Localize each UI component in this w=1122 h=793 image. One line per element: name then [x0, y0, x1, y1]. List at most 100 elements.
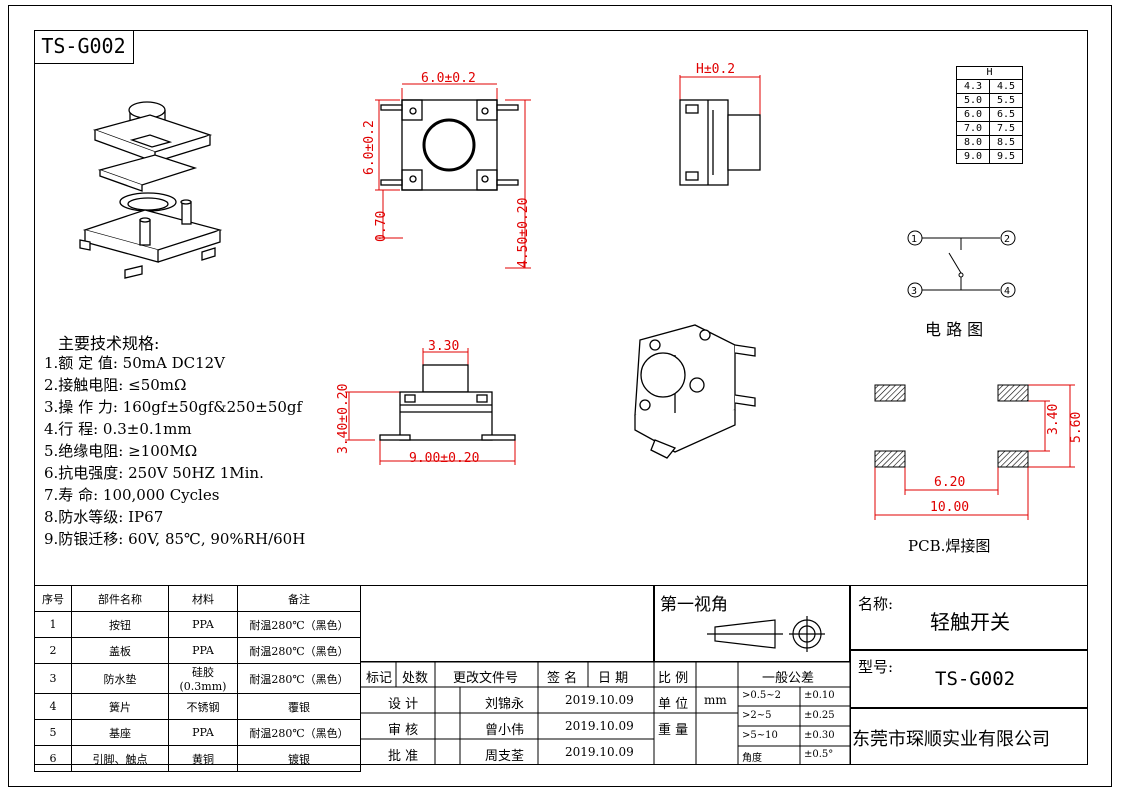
pin-3-label: 3: [911, 286, 917, 297]
circuit-diagram: 1 2 3 4: [907, 230, 1016, 298]
bom-cell: 5: [34, 719, 72, 746]
design-date: 2019.10.09: [565, 693, 634, 707]
bom-cell: 硅胶(0.3mm): [168, 663, 238, 694]
rev-header-mark: 标记: [366, 671, 393, 686]
bom-cell: 1: [34, 611, 72, 638]
h-table-cell: 8.0: [956, 135, 990, 150]
bom-cell: 按钮: [71, 611, 169, 638]
bom-cell: 簧片: [71, 693, 169, 720]
tolerance-value: ±0.5°: [804, 749, 834, 760]
isometric-view: [634, 324, 756, 459]
outer-frame: [8, 5, 1112, 787]
pin-2-label: 2: [1004, 234, 1010, 245]
bom-cell: 覆银: [237, 693, 361, 720]
exploded-view: [79, 101, 223, 279]
review-date: 2019.10.09: [565, 719, 634, 733]
side-view: H±0.2: [679, 62, 761, 186]
approve-name: 周支荃: [485, 749, 525, 764]
spec-item: 5.绝缘电阻: ≥100MΩ: [44, 442, 198, 460]
unit-label: 单 位: [658, 697, 689, 712]
h-table-cell: 5.5: [989, 93, 1023, 108]
model-label: 型号:: [858, 658, 894, 676]
design-label: 设 计: [388, 697, 419, 712]
rev-grid: [360, 662, 654, 765]
review-label: 审 核: [388, 723, 419, 738]
spec-item: 7.寿 命: 100,000 Cycles: [44, 486, 220, 504]
dim-pcb-v2: 5.60: [1069, 412, 1080, 443]
dim-front-height: 3.40±0.20: [336, 384, 351, 454]
scale-grid: [654, 662, 850, 765]
spec-item: 9.防银迁移: 60V, 85℃, 90%RH/60H: [44, 530, 306, 548]
tolerance-title: 一般公差: [762, 671, 815, 686]
h-table-cell: 4.3: [956, 79, 990, 94]
company-box: [850, 708, 1088, 765]
bom-cell: PPA: [168, 611, 238, 638]
dim-top-width: 6.0±0.2: [421, 71, 476, 86]
rev-header-count: 处数: [402, 671, 429, 686]
model-value: TS-G002: [935, 668, 1016, 690]
tolerance-range: 角度: [742, 753, 762, 764]
dim-top-height: 6.0±0.2: [362, 120, 377, 175]
dim-side-height: H±0.2: [696, 62, 735, 77]
spec-item: 3.操 作 力: 160gf±50gf&250±50gf: [44, 398, 303, 416]
bom-cell: 防水垫: [71, 663, 169, 694]
dim-cap-width: 3.30: [428, 340, 459, 354]
h-table-cell: 9.0: [956, 149, 990, 164]
bom-cell: 3: [34, 663, 72, 694]
bom-cell: 引脚、触点: [71, 745, 169, 772]
unit-value: mm: [704, 693, 727, 707]
bom-header-material: 材料: [168, 585, 238, 612]
bom-cell: 镀银: [237, 745, 361, 772]
bom-cell: 不锈钢: [168, 693, 238, 720]
first-angle-symbol: [707, 616, 825, 652]
review-name: 曾小伟: [485, 723, 525, 738]
bom-cell: 黄铜: [168, 745, 238, 772]
scale-label: 比 例: [658, 671, 689, 686]
tolerance-value: ±0.10: [804, 690, 835, 701]
pin-1-label: 1: [911, 234, 917, 245]
dim-pin-gap: 0.70: [374, 211, 389, 242]
projection-label: 第一视角: [660, 595, 728, 615]
bom-cell: 盖板: [71, 637, 169, 664]
spec-item: 8.防水等级: IP67: [44, 508, 164, 526]
tolerance-value: ±0.25: [804, 710, 835, 721]
spec-item: 2.接触电阻: ≤50mΩ: [44, 376, 187, 394]
name-value: 轻触开关: [930, 610, 1010, 634]
h-table-cell: 4.5: [989, 79, 1023, 94]
rev-header-sign: 签 名: [547, 671, 578, 686]
dim-pcb-v1: 3.40: [1046, 404, 1061, 435]
bom-cell: 耐温280℃（黑色）: [237, 637, 361, 664]
approve-label: 批 准: [388, 749, 419, 764]
name-label: 名称:: [858, 595, 894, 613]
tolerance-range: >2~5: [742, 710, 772, 721]
h-table-cell: 8.5: [989, 135, 1023, 150]
dim-pcb-h2: 10.00: [930, 500, 969, 515]
model-box: [850, 650, 1088, 708]
dim-pin-length: 4.50±0.20: [516, 198, 531, 268]
bom-cell: PPA: [168, 637, 238, 664]
bom-header-remark: 备注: [237, 585, 361, 612]
bom-cell: 耐温280℃（黑色）: [237, 611, 361, 638]
pin-4-label: 4: [1004, 286, 1010, 297]
part-number-box: TS-G002: [34, 30, 134, 64]
h-table-cell: 7.5: [989, 121, 1023, 136]
bom-cell: 基座: [71, 719, 169, 746]
top-view: 6.0±0.2 6.0±0.2 0.70 4.50±0.20: [362, 71, 531, 269]
spec-item: 6.抗电强度: 250V 50HZ 1Min.: [44, 464, 264, 482]
rev-header-doc: 更改文件号: [453, 671, 519, 686]
dim-pcb-h1: 6.20: [934, 475, 965, 490]
approve-date: 2019.10.09: [565, 745, 634, 759]
spec-item: 1.额 定 值: 50mA DC12V: [44, 354, 226, 372]
pcb-label: PCB.焊接图: [908, 537, 991, 555]
